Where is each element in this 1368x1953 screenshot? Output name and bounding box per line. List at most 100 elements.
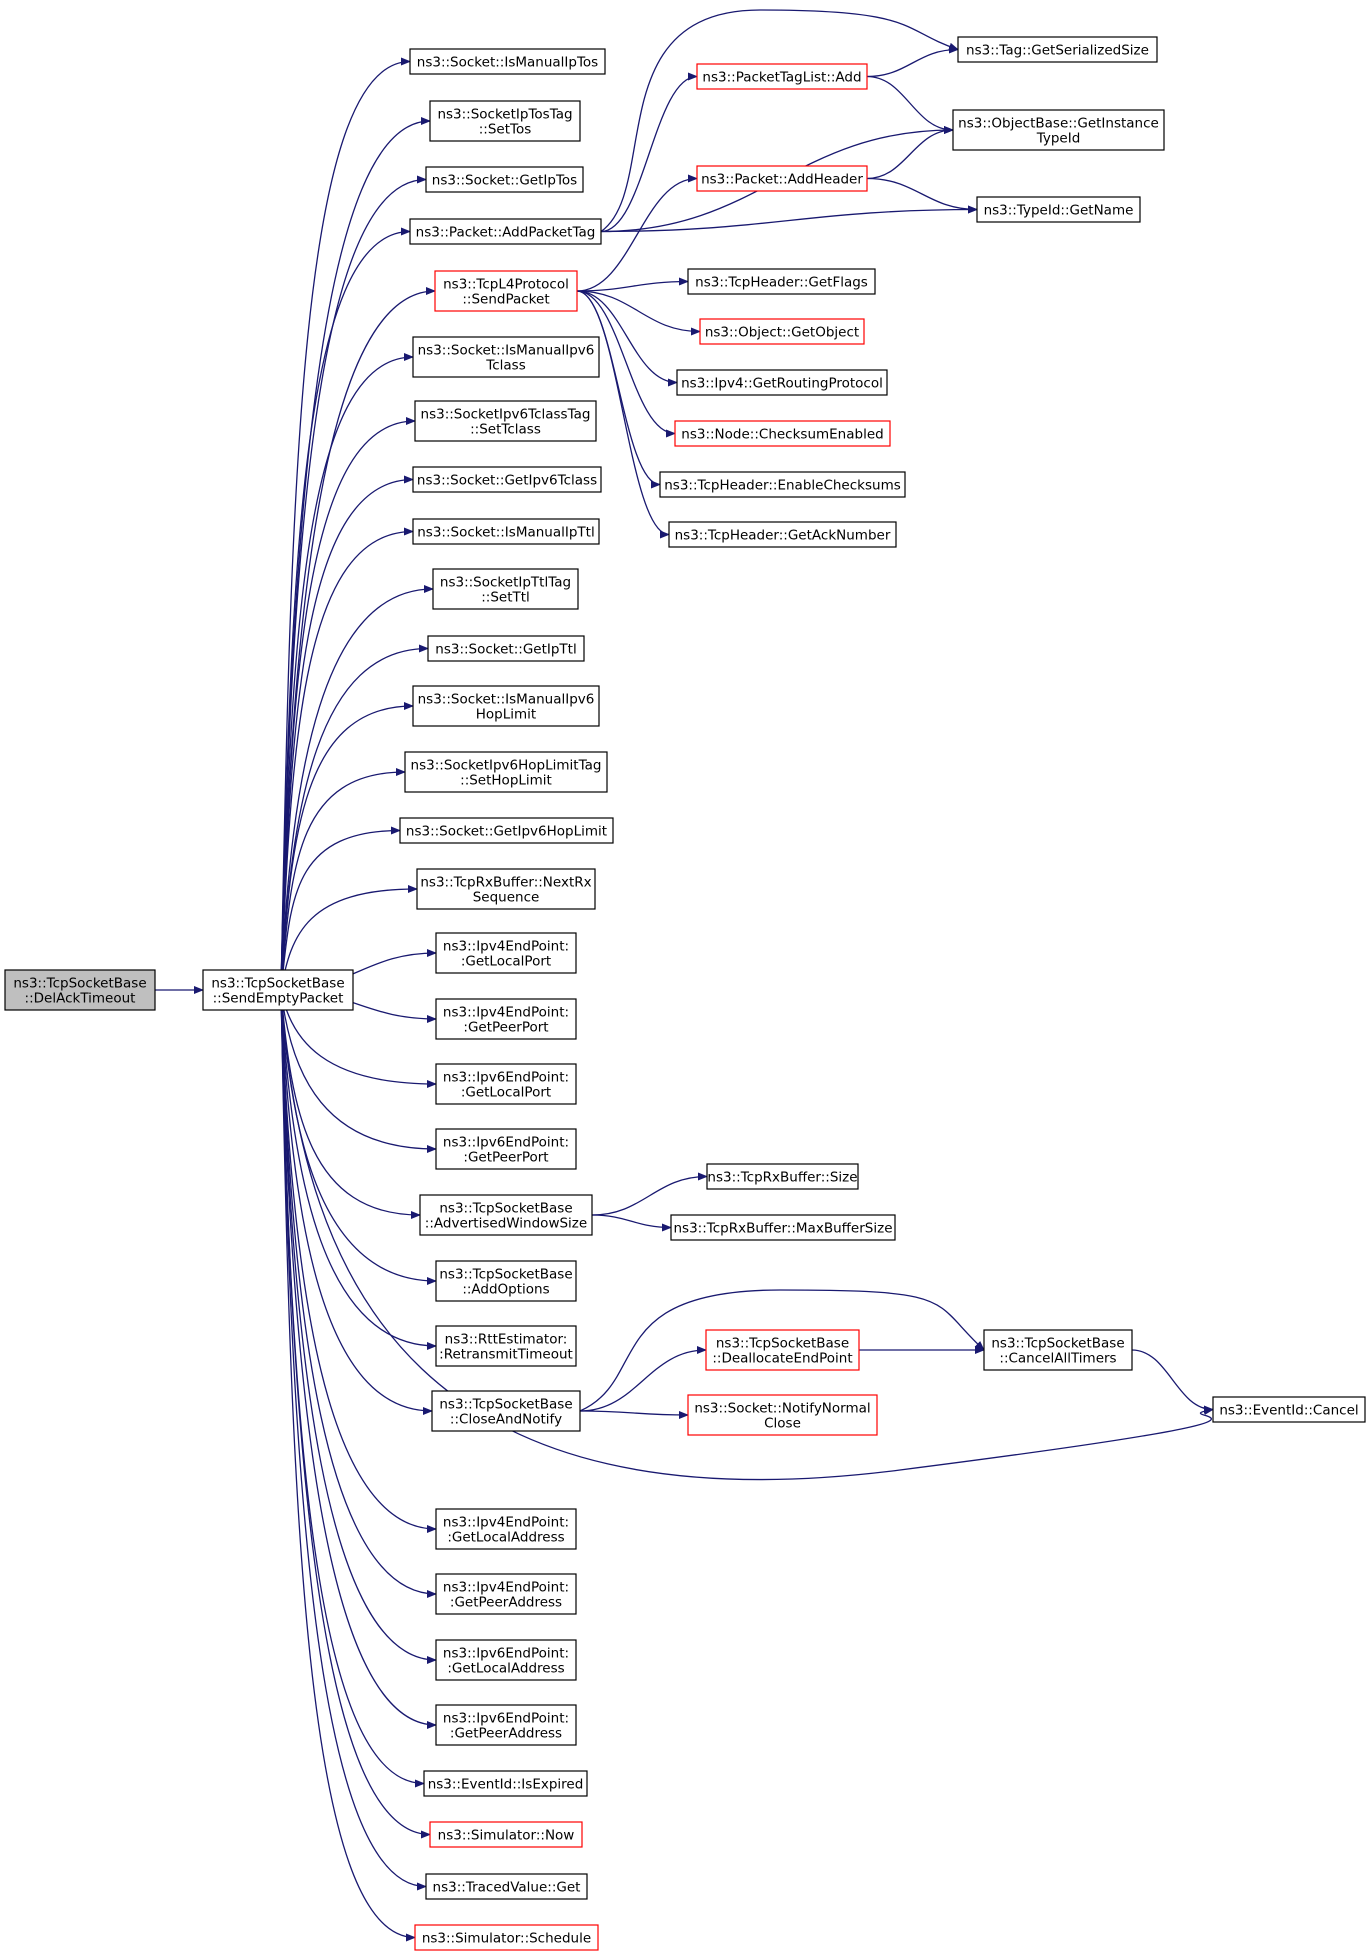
node-getipv6tclass[interactable]: ns3::Socket::GetIpv6Tclass [412,466,602,493]
node-box [4,969,156,1011]
edge-sendempty-to-ismanualiptos [280,57,411,991]
node-ipv6peeraddr[interactable]: ns3::Ipv6EndPoint::GetPeerAddress [435,1704,577,1746]
node-label: :GetPeerPort [463,1020,548,1036]
node-label: ns3::Socket::IsManualIpv6 [418,343,595,359]
node-cancelalltimers[interactable]: ns3::TcpSocketBase::CancelAllTimers [983,1329,1133,1371]
node-tracedget[interactable]: ns3::TracedValue::Get [425,1873,588,1900]
node-getrouting[interactable]: ns3::Ipv4::GetRoutingProtocol [676,369,888,396]
node-ipv4localport[interactable]: ns3::Ipv4EndPoint::GetLocalPort [435,932,577,974]
node-taglistadd[interactable]: ns3::PacketTagList::Add [696,63,868,90]
node-label: :GetLocalPort [461,954,551,970]
node-ipv6peerport[interactable]: ns3::Ipv6EndPoint::GetPeerPort [435,1128,577,1170]
node-ipv6localaddr[interactable]: ns3::Ipv6EndPoint::GetLocalAddress [435,1639,577,1681]
node-box [412,466,602,493]
node-box [435,1063,577,1105]
node-settos[interactable]: ns3::SocketIpTosTag::SetTos [429,100,581,142]
node-box [414,400,597,442]
node-box [425,166,584,193]
node-getobject[interactable]: ns3::Object::GetObject [699,318,865,345]
node-rxbufsize[interactable]: ns3::TcpRxBuffer::Size [706,1163,859,1190]
node-label: ns3::TcpSocketBase [13,976,146,992]
node-label: ns3::SocketIpv6HopLimitTag [411,758,602,774]
edge-closenotify-to-dealloc [579,1346,707,1412]
node-sethoplimit[interactable]: ns3::SocketIpv6HopLimitTag::SetHopLimit [404,751,608,793]
node-addoptions[interactable]: ns3::TcpSocketBase::AddOptions [435,1260,577,1302]
node-label: ns3::TcpSocketBase [439,1267,572,1283]
node-ipv4peerport[interactable]: ns3::Ipv4EndPoint::GetPeerPort [435,998,577,1040]
node-isexpired[interactable]: ns3::EventId::IsExpired [423,1770,588,1797]
node-label: ns3::Ipv6EndPoint: [443,1646,569,1662]
node-l4send[interactable]: ns3::TcpL4Protocol::SendPacket [434,270,578,312]
node-ipv4peeraddr[interactable]: ns3::Ipv4EndPoint::GetPeerAddress [435,1573,577,1615]
node-box [696,63,868,90]
node-ismanualiptos[interactable]: ns3::Socket::IsManualIpTos [409,48,606,75]
node-setttl[interactable]: ns3::SocketIpTtlTag::SetTtl [432,568,579,610]
edge-l4send-to-checksumenabled [576,290,676,438]
edge-sendempty-to-setttl [280,585,434,991]
node-label: ::CloseAndNotify [450,1412,562,1428]
node-sendempty[interactable]: ns3::TcpSocketBase::SendEmptyPacket [202,969,354,1011]
node-simnow[interactable]: ns3::Simulator::Now [429,1821,583,1848]
node-label: ns3::Packet::AddPacketTag [416,225,596,241]
node-label: ::SetHopLimit [460,773,552,789]
node-label: :GetLocalAddress [447,1530,564,1546]
node-typeidgetname[interactable]: ns3::TypeId::GetName [976,196,1141,223]
node-schedule[interactable]: ns3::Simulator::Schedule [414,1924,599,1951]
edge-sendempty-to-ipv6peeraddr [280,989,437,1729]
node-label: ns3::Packet::AddHeader [701,172,863,188]
edge-sendempty-to-ismanualipv6hop [280,702,414,991]
node-label: ns3::SocketIpTosTag [437,107,572,123]
node-box [409,218,602,245]
node-getipv6hop[interactable]: ns3::Socket::GetIpv6HopLimit [399,817,614,844]
edge-l4send-to-addheader [576,174,698,292]
node-box [670,1214,896,1241]
node-eventcancel[interactable]: ns3::EventId::Cancel [1212,1396,1366,1423]
node-label: ns3::Ipv4EndPoint: [443,939,569,955]
node-getipttl[interactable]: ns3::Socket::GetIpTtl [427,635,585,662]
node-rto[interactable]: ns3::RttEstimator::RetransmitTimeout [435,1325,577,1367]
node-settclass[interactable]: ns3::SocketIpv6TclassTag::SetTclass [414,400,597,442]
node-label: ns3::TcpHeader::GetFlags [695,275,868,291]
edge-closenotify-to-cancelalltimers [579,1289,985,1412]
node-label: ns3::EventId::Cancel [1219,1403,1358,1419]
node-ismanualipttl[interactable]: ns3::Socket::IsManualIpTtl [412,518,600,545]
node-dealloc[interactable]: ns3::TcpSocketBase::DeallocateEndPoint [705,1329,860,1371]
node-advwindow[interactable]: ns3::TcpSocketBase::AdvertisedWindowSize [419,1194,593,1236]
edge-addpackettag-to-taglistadd [600,72,698,233]
edges-layer [155,9,1214,1942]
node-checksumenabled[interactable]: ns3::Node::ChecksumEnabled [674,420,891,447]
node-ipv4localaddr[interactable]: ns3::Ipv4EndPoint::GetLocalAddress [435,1508,577,1550]
node-label: ns3::Simulator::Now [438,1828,575,1844]
node-getiptos[interactable]: ns3::Socket::GetIpTos [425,166,584,193]
node-box [435,1508,577,1550]
edge-addheader-to-getinstancetypeid [866,126,954,180]
node-closenotify[interactable]: ns3::TcpSocketBase::CloseAndNotify [431,1390,581,1432]
node-box [957,36,1158,63]
node-maxbufsize[interactable]: ns3::TcpRxBuffer::MaxBufferSize [670,1214,896,1241]
node-label: ns3::Socket::GetIpv6Tclass [417,473,597,489]
node-enablechecksums[interactable]: ns3::TcpHeader::EnableChecksums [659,471,906,498]
node-box [429,100,581,142]
node-addheader[interactable]: ns3::Packet::AddHeader [696,165,868,192]
node-ipv6localport[interactable]: ns3::Ipv6EndPoint::GetLocalPort [435,1063,577,1105]
edge-sendempty-to-advwindow [280,989,421,1219]
node-label: ns3::TcpRxBuffer::Size [707,1170,857,1186]
node-tagserialized[interactable]: ns3::Tag::GetSerializedSize [957,36,1158,63]
node-label: ns3::Ipv4EndPoint: [443,1580,569,1596]
node-getacknumber[interactable]: ns3::TcpHeader::GetAckNumber [668,521,897,548]
node-addpackettag[interactable]: ns3::Packet::AddPacketTag [409,218,602,245]
edge-sendempty-to-getipv6tclass [280,475,414,991]
node-box [423,1770,588,1797]
node-box [699,318,865,345]
node-getflags[interactable]: ns3::TcpHeader::GetFlags [687,268,876,295]
edge-sendempty-to-sethoplimit [280,768,406,991]
node-box [952,109,1165,151]
node-delack[interactable]: ns3::TcpSocketBase::DelAckTimeout [4,969,156,1011]
node-label: ns3::Ipv6EndPoint: [443,1711,569,1727]
node-label: ns3::TcpSocketBase [439,1201,572,1217]
